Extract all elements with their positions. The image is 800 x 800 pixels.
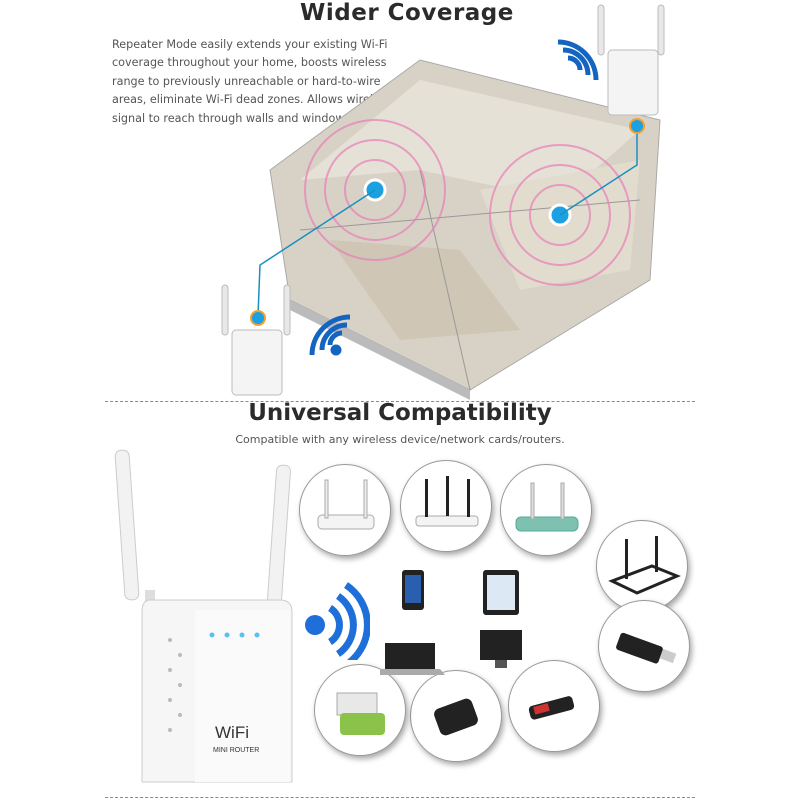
device-teal-router bbox=[500, 464, 592, 556]
wifi-icon bbox=[557, 39, 599, 81]
coverage-title: Wider Coverage bbox=[300, 0, 514, 26]
device-router-3-antenna bbox=[400, 460, 492, 552]
house-coverage-illustration bbox=[221, 4, 665, 400]
device-usb-modem bbox=[508, 660, 600, 752]
desktop-monitor-icon bbox=[480, 630, 522, 660]
logo-model: MINI ROUTER bbox=[213, 747, 259, 754]
section-divider bbox=[105, 797, 695, 798]
client-devices bbox=[380, 570, 522, 675]
wifi-icon bbox=[309, 314, 351, 356]
section-divider bbox=[105, 401, 695, 402]
compatibility-title: Universal Compatibility bbox=[248, 400, 552, 426]
coverage-description: Repeater Mode easily extends your existi… bbox=[112, 38, 392, 125]
signal-waves-right bbox=[489, 144, 631, 286]
mini-router-product: WiFi MINI ROUTER bbox=[114, 449, 293, 783]
device-usb-nano-adapter bbox=[410, 670, 502, 762]
wifi-signal-icon bbox=[305, 582, 370, 660]
logo-brand: WiFi bbox=[215, 723, 249, 742]
laptop-icon bbox=[385, 643, 435, 669]
device-black-router bbox=[596, 520, 688, 612]
connector-line-left bbox=[257, 189, 376, 316]
house-floorplan bbox=[269, 59, 661, 400]
signal-waves-left bbox=[304, 119, 446, 261]
repeater-device-right bbox=[597, 4, 665, 116]
compatibility-subtitle: Compatible with any wireless device/netw… bbox=[235, 433, 565, 446]
device-usb-wifi-adapter-black bbox=[598, 600, 690, 692]
connector-line-right bbox=[559, 128, 638, 216]
repeater-device-left bbox=[221, 284, 291, 396]
device-router-2-antenna bbox=[299, 464, 391, 556]
device-usb-adapter-green bbox=[314, 664, 406, 756]
